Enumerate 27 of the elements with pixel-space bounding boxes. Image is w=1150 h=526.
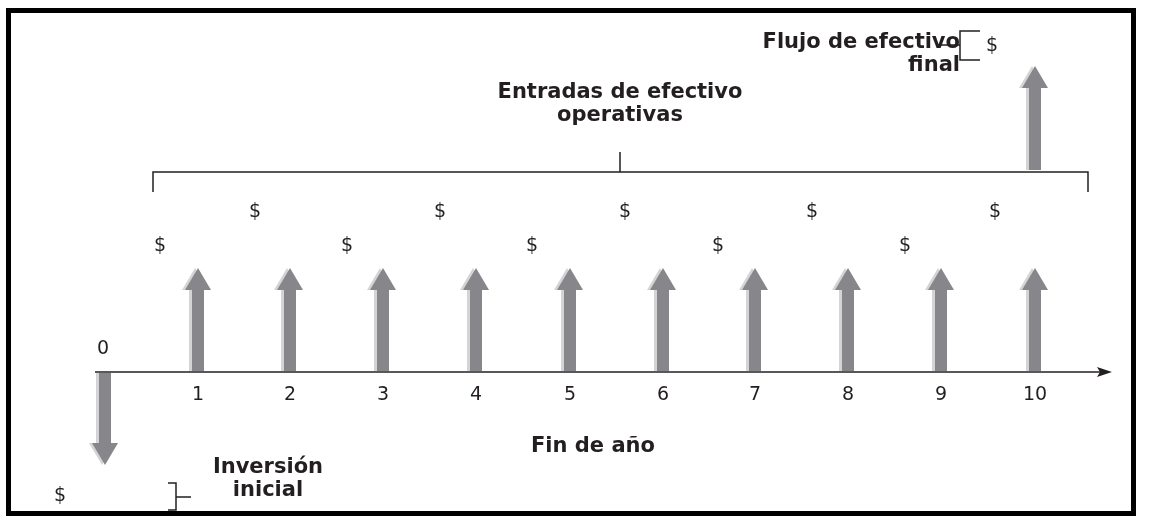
amount-label: $: [986, 34, 999, 55]
tick-label: 5: [563, 383, 577, 404]
tick-label: 8: [841, 383, 855, 404]
heading-label: Flujo de efectivo final: [761, 30, 960, 77]
amount-label: $: [153, 234, 167, 255]
amount-label: $: [618, 200, 632, 221]
tick-label: 10: [1022, 383, 1048, 404]
amount-label: $: [711, 234, 725, 255]
amount-label: $: [805, 200, 819, 221]
amount-label: $: [340, 234, 354, 255]
tick-label: 3: [376, 383, 390, 404]
heading-label: Inversión inicial: [211, 455, 325, 502]
axis-title: Fin de año: [531, 434, 655, 458]
amount-label: $: [53, 484, 67, 505]
amount-label: $: [525, 234, 539, 255]
amount-label: $: [248, 200, 262, 221]
amount-label: $: [898, 234, 912, 255]
tick-label: 0: [96, 337, 110, 358]
tick-label: 9: [934, 383, 948, 404]
tick-label: 1: [191, 383, 205, 404]
heading-label: Entradas de efectivo operativas: [496, 80, 744, 127]
tick-label: 6: [656, 383, 670, 404]
tick-label: 2: [283, 383, 297, 404]
amount-label: $: [433, 200, 447, 221]
tick-label: 4: [469, 383, 483, 404]
amount-label: $: [988, 200, 1002, 221]
tick-label: 7: [748, 383, 762, 404]
